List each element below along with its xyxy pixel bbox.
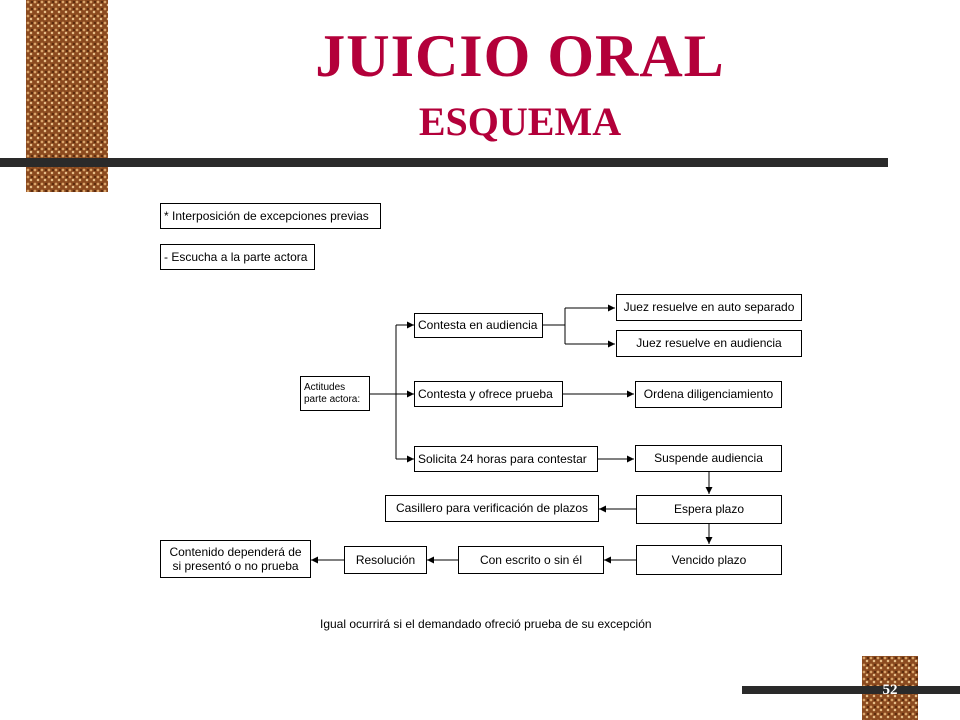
footer-rule	[742, 686, 960, 694]
casillero-box: Casillero para verificación de plazos	[385, 495, 599, 522]
page-title: JUICIO ORAL	[315, 23, 725, 89]
juez-auto-separado-box: Juez resuelve en auto separado	[616, 294, 802, 321]
footnote: Igual ocurrirá si el demandado ofreció p…	[320, 617, 652, 631]
espera-plazo-box: Espera plazo	[636, 495, 782, 524]
contenido-box: Contenido dependerá de si presentó o no …	[160, 540, 311, 578]
contesta-prueba-box: Contesta y ofrece prueba	[414, 381, 563, 407]
page-subtitle: ESQUEMA	[418, 99, 622, 144]
resolucion-box: Resolución	[344, 546, 427, 574]
intro-escucha-box: - Escucha a la parte actora	[160, 244, 315, 270]
header-rule	[0, 158, 888, 167]
suspende-audiencia-box: Suspende audiencia	[635, 445, 782, 472]
vencido-plazo-box: Vencido plazo	[636, 545, 782, 575]
con-escrito-box: Con escrito o sin él	[458, 546, 604, 574]
contesta-audiencia-box: Contesta en audiencia	[414, 313, 543, 338]
ordena-diligenciamiento-box: Ordena diligenciamiento	[635, 381, 782, 408]
solicita-24-horas-box: Solicita 24 horas para contestar	[414, 446, 598, 472]
actitudes-box: Actitudes parte actora:	[300, 376, 370, 411]
intro-excepciones-box: * Interposición de excepciones previas	[160, 203, 381, 229]
page-number: 52	[882, 681, 898, 698]
juez-audiencia-box: Juez resuelve en audiencia	[616, 330, 802, 357]
